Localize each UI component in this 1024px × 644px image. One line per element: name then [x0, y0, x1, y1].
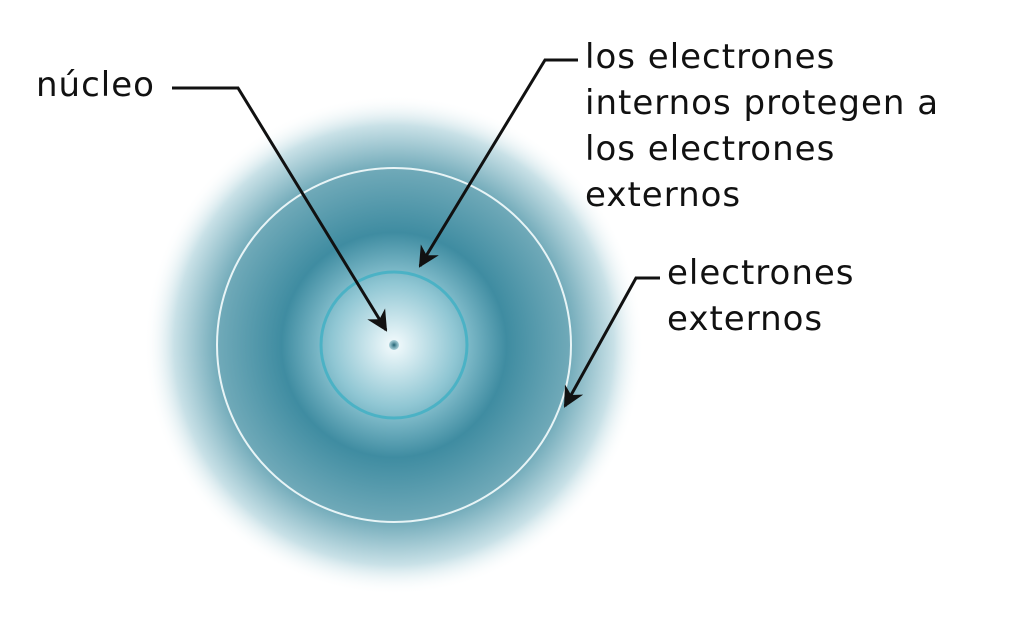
inner-shell-ring [319, 270, 469, 420]
inner-label-line: los electrones [585, 129, 836, 169]
outer-label-line: externos [667, 299, 824, 339]
outer-label-line: electrones [667, 253, 855, 293]
nucleus [389, 340, 399, 350]
outer-electrons-label: electrones externos [667, 250, 855, 342]
outer-shell-ring [216, 167, 572, 523]
inner-electrons-label: los electrones internos protegen a los ele… [585, 34, 939, 218]
outer-electrons-arrow [563, 276, 660, 408]
inner-label-line: los electrones [585, 37, 836, 77]
inner-label-line: internos protegen a [585, 83, 940, 123]
nucleus-arrow [172, 86, 388, 332]
nucleus-label: núcleo [36, 65, 155, 105]
inner-electrons-arrow [418, 58, 578, 268]
inner-label-line: externos [585, 175, 742, 215]
